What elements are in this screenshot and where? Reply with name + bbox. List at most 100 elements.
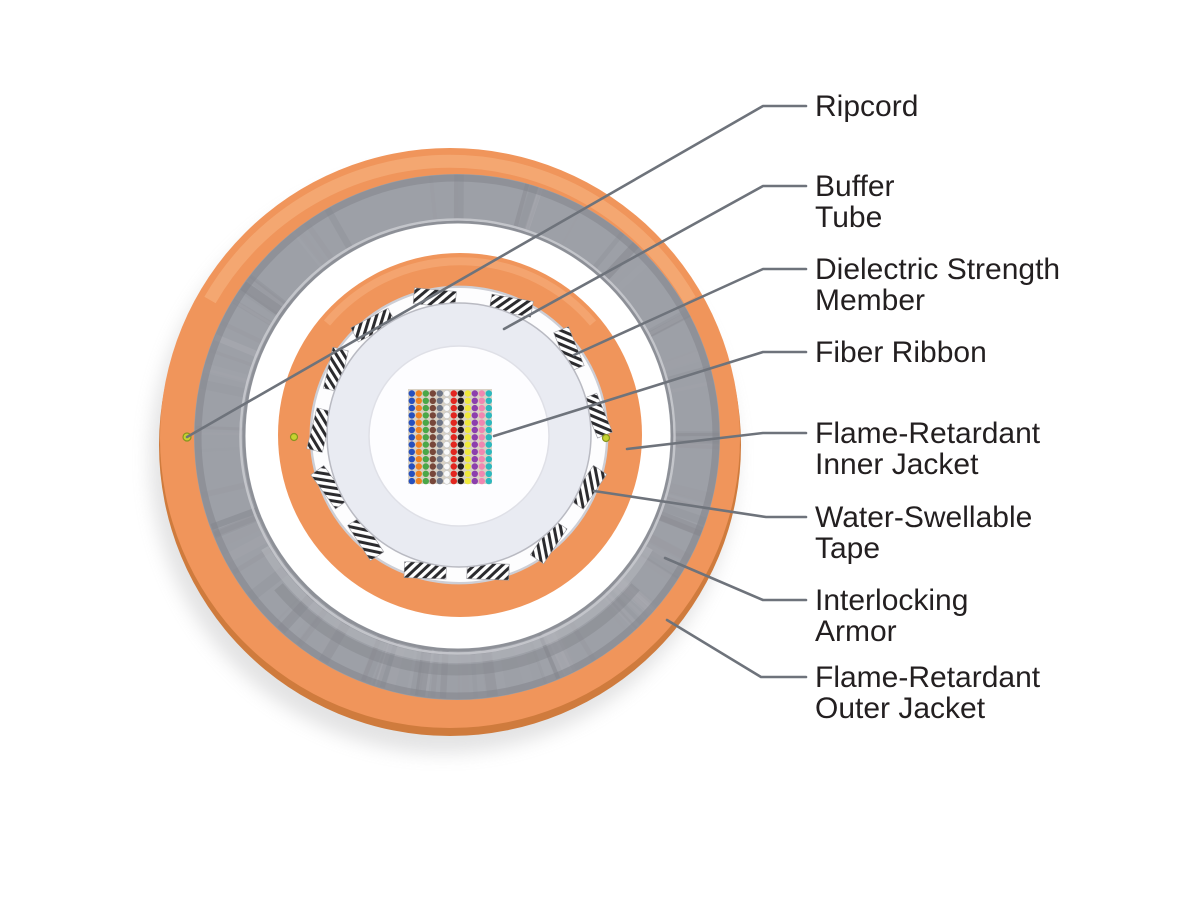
fiber-slate — [436, 419, 443, 426]
armor-streak — [238, 288, 282, 319]
fiber-brown — [429, 404, 436, 412]
fiber-black — [457, 412, 464, 419]
fiber-brown — [429, 448, 436, 456]
fiber-green — [422, 477, 429, 485]
fiber-slate — [436, 456, 443, 463]
fiber-brown — [429, 470, 436, 477]
armor-streak — [295, 227, 330, 269]
armor-streak — [600, 241, 639, 283]
fiber-red — [450, 441, 457, 448]
fiber-blue — [408, 419, 415, 426]
armor-streak — [524, 187, 543, 235]
fiber-black — [457, 390, 464, 397]
armor-streak — [428, 175, 438, 224]
label-fiber-ribbon: Fiber Ribbon — [815, 337, 987, 368]
inner-jacket-highlight-arc — [323, 257, 597, 326]
outer-jacket-highlight-arc — [204, 154, 696, 304]
fiber-aqua — [485, 448, 492, 456]
armor-streak — [516, 185, 539, 234]
fiber-orange — [415, 412, 422, 419]
fiber-yellow — [464, 477, 471, 485]
armor-streak — [195, 432, 244, 436]
fiber-green — [422, 463, 429, 470]
fiber-white — [443, 397, 451, 405]
fiber-ribbon-grid — [408, 389, 492, 485]
fiber-violet — [471, 404, 478, 412]
armor-streak — [658, 347, 707, 372]
fiber-yellow — [464, 426, 471, 434]
armor-streak — [671, 443, 720, 450]
fiber-rose — [478, 448, 485, 456]
fiber-aqua — [485, 390, 492, 397]
armor-streak — [203, 363, 253, 384]
fiber-violet — [471, 463, 478, 470]
fiber-blue — [408, 434, 415, 441]
armor-inner-bright-line — [239, 218, 676, 655]
armor-streak — [664, 490, 712, 505]
armor-streak — [201, 481, 250, 498]
fiber-orange — [415, 390, 422, 397]
leader-line-ripcord — [185, 104, 808, 439]
fiber-violet — [471, 426, 478, 434]
fiber-slate — [436, 397, 443, 404]
fiber-green — [422, 470, 429, 477]
fiber-rose — [478, 397, 485, 404]
label-text: Outer Jacket — [815, 692, 986, 725]
label-text: Dielectric Strength — [815, 253, 1061, 286]
armor-streak — [213, 513, 261, 537]
label-text: Armor — [815, 615, 897, 648]
fiber-orange — [415, 441, 422, 448]
label-text: Interlocking — [815, 584, 969, 617]
fiber-aqua — [485, 404, 492, 412]
fiber-aqua — [485, 463, 492, 470]
fiber-violet — [471, 441, 478, 448]
armor-streak — [303, 221, 337, 264]
fiber-white — [443, 441, 451, 449]
fiber-rose — [478, 412, 485, 419]
fiber-green — [422, 448, 429, 456]
fiber-aqua — [485, 456, 492, 463]
fiber-aqua — [485, 412, 492, 419]
dielectric-strength-members — [306, 287, 613, 581]
armor-streak — [558, 205, 585, 250]
fiber-blue — [408, 441, 415, 448]
fiber-rose — [478, 419, 485, 426]
armor-streak — [655, 513, 702, 537]
fiber-red — [450, 412, 457, 419]
fiber-black — [457, 426, 464, 434]
fiber-yellow — [464, 441, 471, 448]
armor-streak — [246, 276, 289, 310]
fiber-yellow — [464, 448, 471, 456]
fiber-white — [443, 462, 451, 470]
fiber-brown — [429, 397, 436, 404]
fiber-brown — [429, 441, 436, 448]
fiber-rose — [478, 441, 485, 448]
armor-bottom-groove — [274, 583, 640, 676]
ripcord-dot — [289, 432, 299, 442]
fiber-rose — [478, 463, 485, 470]
leader-line-inner-jacket — [625, 431, 808, 451]
label-text: Ripcord — [815, 90, 919, 123]
label-text: Buffer — [815, 170, 895, 203]
label-ripcord: Ripcord — [815, 91, 918, 122]
fiber-rose — [478, 434, 485, 441]
fiber-brown — [429, 477, 436, 485]
label-text: Inner Jacket — [815, 448, 979, 481]
armor-streak — [220, 320, 266, 346]
fiber-yellow — [464, 463, 471, 470]
fiber-yellow — [464, 390, 471, 397]
armor-streak — [666, 380, 715, 394]
fiber-green — [422, 412, 429, 419]
armor-streak — [292, 231, 325, 271]
fiber-black — [457, 419, 464, 426]
fiber-violet — [471, 477, 478, 485]
fiber-brown — [429, 456, 436, 463]
armor-streak — [645, 311, 691, 339]
fiber-green — [422, 397, 429, 404]
armor-streak — [210, 507, 258, 530]
fiber-yellow — [464, 434, 471, 441]
fiber-black — [457, 456, 464, 463]
armor-streak — [644, 308, 688, 335]
